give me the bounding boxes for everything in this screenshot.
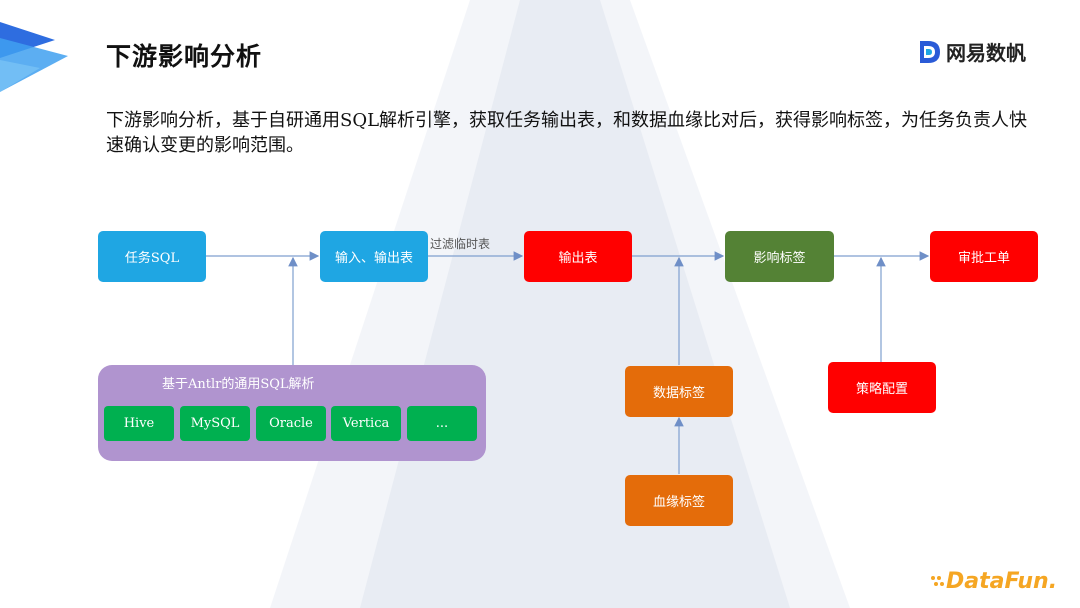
datafun-logo: DataFun. [930, 569, 1057, 594]
engine-mysql: MySQL [180, 406, 250, 441]
engine-more: ... [407, 406, 477, 441]
node-data-tags: 数据标签 [625, 366, 733, 417]
edge-label-filter-temp: 过滤临时表 [430, 237, 491, 251]
brand-name: 网易数帆 [946, 41, 1026, 65]
node-approval-ticket: 审批工单 [930, 231, 1038, 282]
node-strategy-config: 策略配置 [828, 362, 936, 413]
engine-vertica: Vertica [331, 406, 401, 441]
node-io-tables: 输入、输出表 [320, 231, 428, 282]
engine-hive: Hive [104, 406, 174, 441]
netease-shufan-icon [920, 40, 940, 63]
brand-logo: 网易数帆 [918, 37, 1026, 66]
datafun-dots-icon [931, 575, 944, 586]
node-lineage-tags: 血缘标签 [625, 475, 733, 526]
parser-group-label: 基于Antlr的通用SQL解析 [162, 377, 315, 392]
description-text: 下游影响分析，基于自研通用SQL解析引擎，获取任务输出表，和数据血缘比对后，获得… [106, 110, 1028, 156]
node-impact-tags: 影响标签 [725, 231, 834, 282]
page-title: 下游影响分析 [106, 42, 263, 71]
node-task-sql: 任务SQL [98, 231, 206, 282]
engine-oracle: Oracle [256, 406, 326, 441]
datafun-logo-text: DataFun. [946, 569, 1058, 594]
node-output-table: 输出表 [524, 231, 632, 282]
